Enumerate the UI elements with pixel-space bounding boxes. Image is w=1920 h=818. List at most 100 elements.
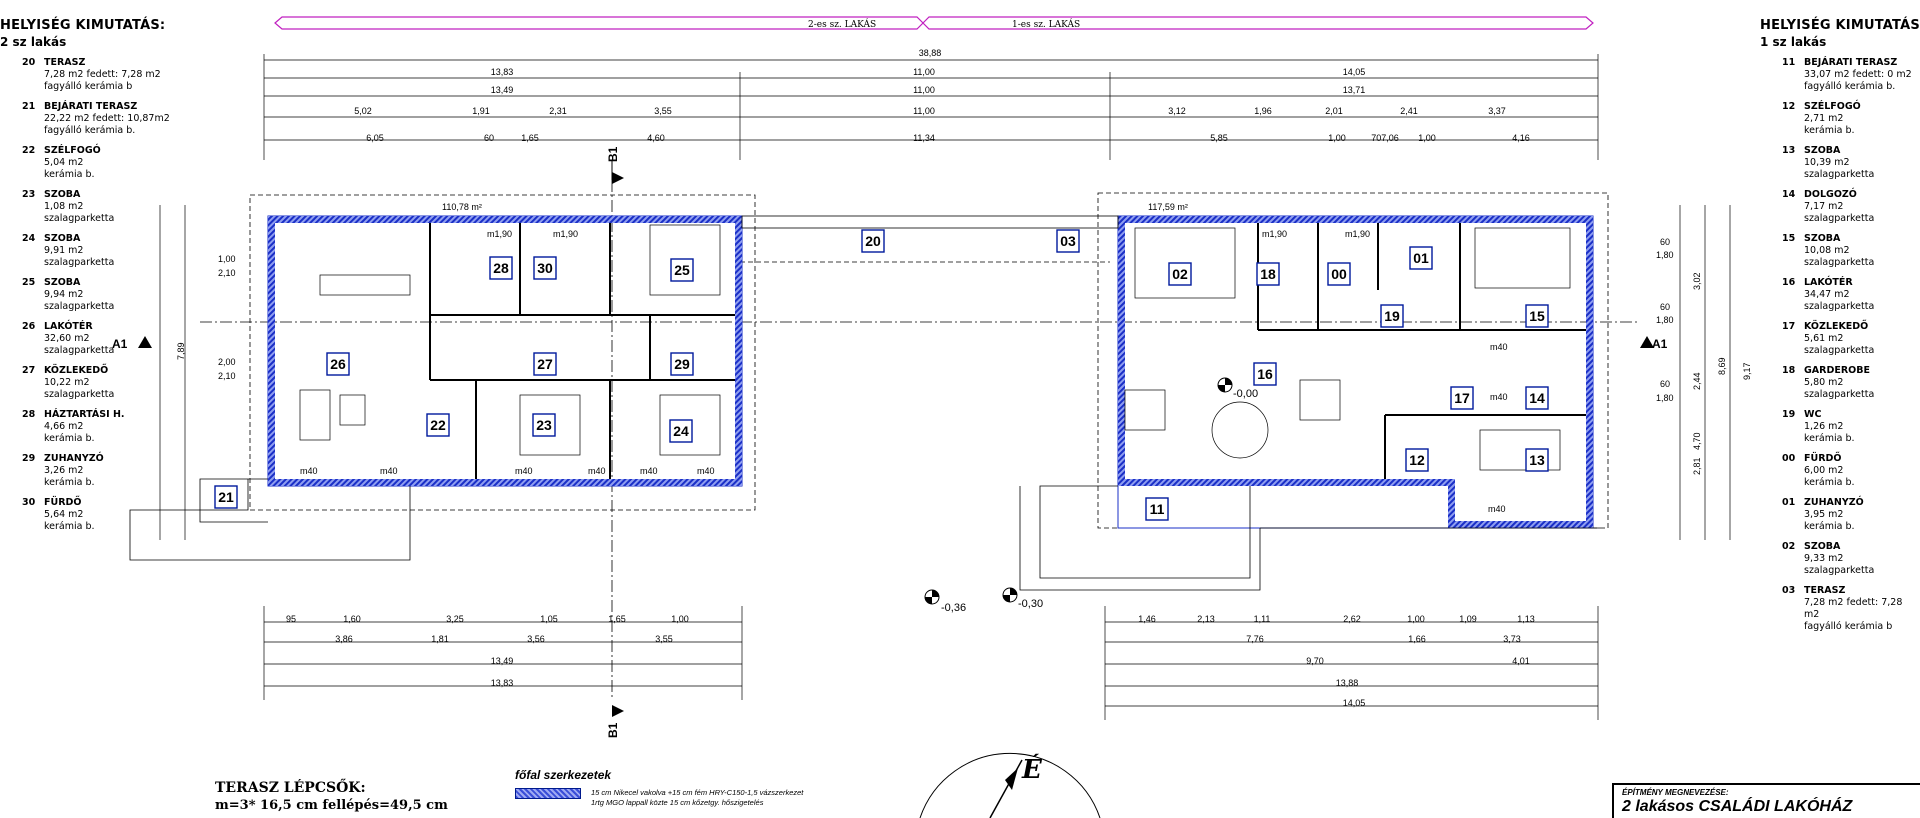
room-name: SZÉLFOGÓ (1804, 101, 1861, 112)
room-name: SZOBA (1804, 541, 1841, 552)
room-detail: 32,60 m2 (44, 333, 90, 344)
section-marks: B1 B1 A1 A1 (112, 146, 1668, 738)
room-tag-02: 02 (1168, 262, 1192, 286)
schedule-subtitle: 1 sz lakás (1760, 35, 1827, 49)
window-marks: m40 m40 m40 m40 m40 m40 m40 m40 m40 m1,9… (300, 229, 1508, 514)
dim: 5,85 (1210, 133, 1228, 143)
room-name: WC (1804, 409, 1822, 420)
room-tag-13: 13 (1525, 448, 1549, 472)
dim: 11,00 (913, 106, 935, 116)
room-name: LAKÓTÉR (44, 321, 93, 332)
room-tag-label: 27 (537, 356, 553, 372)
room-tag-label: 26 (330, 356, 346, 372)
room-number: 19 (1782, 409, 1796, 420)
dim: 2,13 (1197, 614, 1215, 624)
dim: 11,34 (913, 133, 935, 143)
room-tag-27: 27 (533, 352, 557, 376)
title-block-value: 2 lakásos CSALÁDI LAKÓHÁZ (1622, 798, 1853, 815)
room-tag-28: 28 (489, 256, 513, 280)
room-name: SZOBA (44, 233, 81, 244)
room-name: BEJÁRATI TERASZ (44, 101, 138, 112)
dim: 2,31 (549, 106, 567, 116)
room-name: GARDEROBE (1804, 365, 1870, 376)
dim: 2,81 (1692, 457, 1702, 475)
room-detail: 7,28 m2 fedett: 7,28 m2 (1804, 597, 1903, 620)
window-mark: m1,90 (1345, 229, 1370, 239)
room-name: SZOBA (1804, 145, 1841, 156)
room-tag-label: 17 (1454, 390, 1470, 406)
window-mark: m1,90 (487, 229, 512, 239)
walls-unit-2 (267, 215, 743, 487)
room-tag-12: 12 (1405, 448, 1429, 472)
room-tag-29: 29 (670, 352, 694, 376)
room-detail: 10,39 m2 (1804, 157, 1850, 168)
room-tag-17: 17 (1450, 386, 1474, 410)
dim: 8,69 (1717, 357, 1727, 375)
dim: 1,91 (472, 106, 490, 116)
room-detail: 5,80 m2 (1804, 377, 1844, 388)
side-dimension-text: 1,00 2,10 2,00 2,10 7,89 60 1,80 60 1,80… (176, 237, 1752, 475)
dim: 1,00 (1407, 614, 1425, 624)
dim: 3,37 (1488, 106, 1506, 116)
room-detail: kerámia b. (44, 433, 95, 444)
dim: 1,65 (608, 614, 626, 624)
room-tag-label: 21 (218, 489, 234, 505)
room-tag-16: 16 (1253, 362, 1277, 386)
room-detail: kerámia b. (44, 477, 95, 488)
room-number: 29 (22, 453, 36, 464)
room-detail: 34,47 m2 (1804, 289, 1850, 300)
dim: 2,10 (218, 268, 236, 278)
room-detail: fagyálló kerámia b. (1804, 81, 1896, 92)
room-number: 30 (22, 497, 36, 508)
room-detail: 3,26 m2 (44, 465, 84, 476)
room-tag-label: 29 (674, 356, 690, 372)
section-a1-left: A1 (112, 337, 128, 351)
room-detail: szalagparketta (1804, 345, 1875, 356)
dim: 60 (1660, 237, 1670, 247)
room-tag-label: 20 (865, 233, 881, 249)
room-tag-label: 02 (1172, 266, 1188, 282)
room-number: 18 (1782, 365, 1796, 376)
room-name: BEJÁRATI TERASZ (1804, 57, 1898, 68)
section-b1-top: B1 (606, 146, 620, 162)
room-number: 03 (1782, 585, 1796, 596)
room-tag-label: 00 (1331, 266, 1347, 282)
room-name: ZUHANYZÓ (1804, 497, 1864, 508)
room-tag-22: 22 (426, 413, 450, 437)
dim: 1,81 (431, 634, 449, 644)
section-a1-right: A1 (1652, 337, 1668, 351)
room-tag-label: 11 (1150, 501, 1165, 517)
dim: 1,65 (521, 133, 539, 143)
dim: 13,83 (491, 67, 514, 77)
schedule-title: HELYISÉG KIMUTATÁS: (0, 18, 166, 33)
room-detail: kerámia b. (44, 521, 95, 532)
room-name: SZOBA (44, 189, 81, 200)
dim: 95 (286, 614, 296, 624)
room-detail: szalagparketta (1804, 257, 1875, 268)
dim: 13,71 (1343, 85, 1366, 95)
room-tag-00: 00 (1327, 262, 1351, 286)
room-detail: szalagparketta (44, 345, 115, 356)
room-number: 27 (22, 365, 36, 376)
room-detail: szalagparketta (44, 213, 115, 224)
room-tag-03: 03 (1056, 229, 1080, 253)
dim: 2,62 (1343, 614, 1361, 624)
room-detail: 5,61 m2 (1804, 333, 1844, 344)
room-name: TERASZ (1804, 585, 1846, 596)
room-number: 21 (22, 101, 36, 112)
room-tag-14: 14 (1525, 386, 1549, 410)
room-detail: 9,91 m2 (44, 245, 84, 256)
furniture (299, 224, 1571, 471)
